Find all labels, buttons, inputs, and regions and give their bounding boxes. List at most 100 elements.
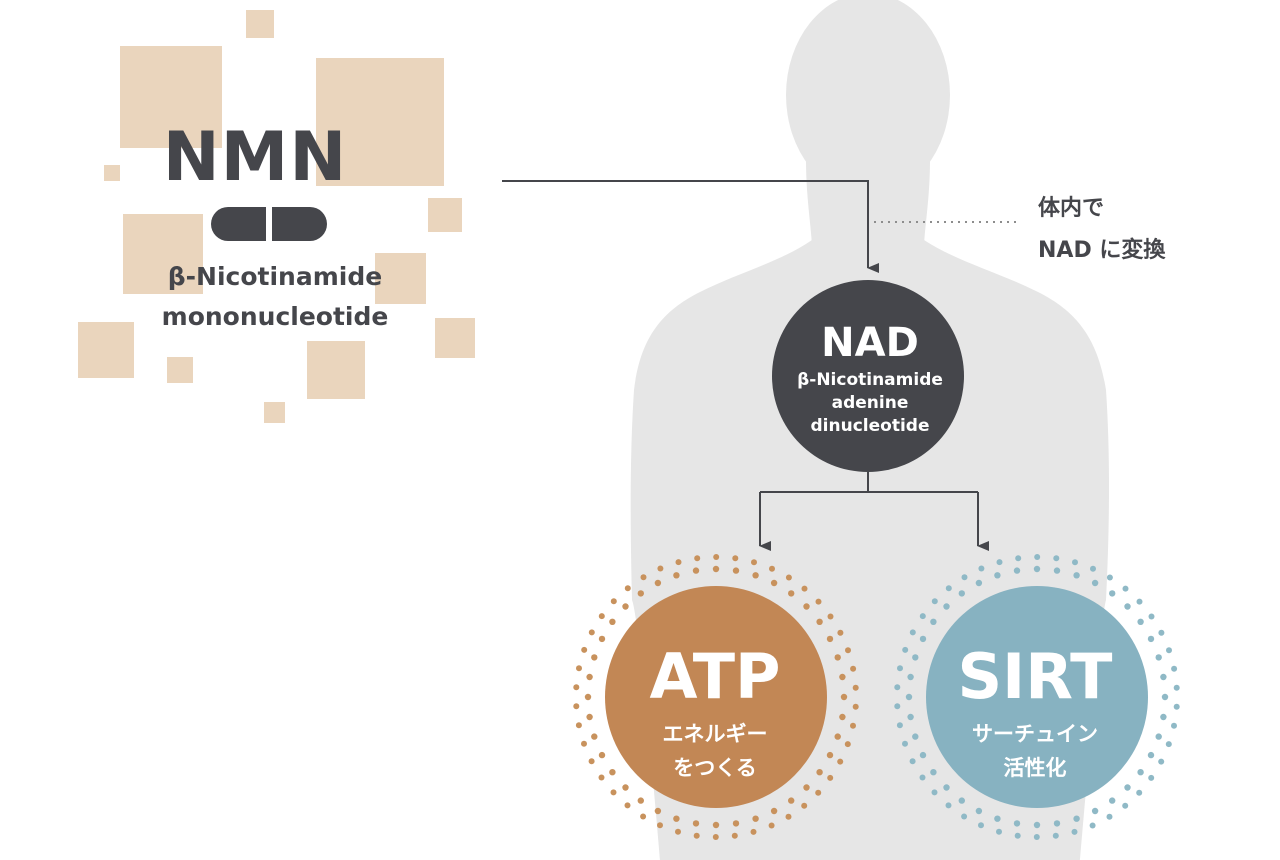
- halo-dot: [1090, 565, 1096, 572]
- halo-dot: [692, 567, 700, 574]
- halo-dot: [713, 554, 720, 560]
- halo-dot: [752, 815, 759, 822]
- halo-dot: [996, 559, 1003, 566]
- halo-dot: [902, 646, 909, 653]
- halo-dot: [1124, 784, 1131, 791]
- halo-dot: [586, 673, 593, 681]
- halo-dot: [769, 565, 775, 572]
- halo-dot: [930, 618, 937, 625]
- halo-dot: [1136, 598, 1143, 605]
- halo-dot: [673, 815, 680, 822]
- halo-dot: [768, 822, 775, 829]
- halo-dot: [1013, 567, 1021, 574]
- halo-dot: [1148, 774, 1155, 781]
- halo-dot: [675, 559, 682, 566]
- halo-dot: [657, 565, 664, 572]
- halo-dot: [839, 673, 846, 681]
- halo-dot: [588, 629, 595, 636]
- halo-dot: [801, 802, 808, 809]
- atp-circle: [605, 586, 827, 808]
- halo-dot: [943, 603, 950, 610]
- halo-dot: [919, 774, 926, 781]
- halo-dot: [694, 555, 701, 562]
- nmn-square-cluster: [78, 10, 475, 423]
- conversion-note-line2: NAD に変換: [1038, 238, 1166, 263]
- halo-dot: [1034, 554, 1041, 560]
- atp-title: ATP: [649, 640, 781, 713]
- halo-dot: [816, 618, 823, 625]
- halo-dot: [624, 802, 631, 809]
- connector-arrows: [502, 180, 989, 551]
- halo-dot: [945, 585, 952, 592]
- nad-line2: adenine: [831, 393, 909, 413]
- halo-dot: [1091, 807, 1099, 815]
- nmn-subtitle-line1: β-Nicotinamide: [167, 262, 383, 291]
- halo-dot: [586, 713, 593, 721]
- halo-dot: [598, 635, 606, 643]
- halo-dot: [1155, 733, 1162, 740]
- halo-dot: [1033, 834, 1040, 840]
- halo-dot: [945, 802, 952, 809]
- halo-dot: [1160, 713, 1167, 721]
- halo-dot: [712, 565, 720, 573]
- halo-dot: [1015, 555, 1022, 562]
- halo-dot: [803, 603, 810, 610]
- halo-dot: [931, 789, 938, 796]
- halo-dot: [610, 598, 617, 605]
- halo-dot: [839, 713, 846, 721]
- halo-dot: [1148, 613, 1155, 620]
- halo-dot: [803, 784, 810, 791]
- halo-dot: [943, 784, 950, 791]
- halo-dot: [837, 629, 844, 636]
- halo-dot: [826, 751, 834, 759]
- halo-dot: [850, 665, 857, 672]
- halo-dot: [1109, 797, 1116, 804]
- halo-dot: [1033, 821, 1041, 829]
- halo-dot: [598, 774, 605, 781]
- halo-dot: [978, 822, 984, 829]
- halo-dot: [752, 572, 759, 579]
- halo-dot: [637, 590, 644, 597]
- halo-dot: [732, 820, 740, 827]
- halo-dot: [837, 758, 844, 765]
- atp-dot-ring: [573, 554, 859, 840]
- halo-dot: [692, 820, 700, 827]
- halo-dot: [1072, 559, 1078, 566]
- halo-dot: [1136, 789, 1143, 796]
- halo-dot: [827, 613, 834, 620]
- halo-dot: [1033, 565, 1041, 573]
- halo-dot: [637, 797, 644, 804]
- halo-dot: [909, 629, 916, 636]
- halo-dot: [1089, 822, 1096, 829]
- halo-dot: [610, 789, 617, 796]
- halo-dot: [907, 673, 914, 681]
- halo-dot: [978, 565, 985, 572]
- halo-dot: [588, 758, 595, 765]
- atp-line1: エネルギー: [662, 722, 768, 746]
- halo-dot: [693, 832, 700, 839]
- nad-title: NAD: [821, 320, 919, 366]
- halo-dot: [1014, 832, 1021, 839]
- halo-dot: [975, 579, 983, 587]
- halo-dot: [1161, 693, 1169, 701]
- conversion-note-line1: 体内で: [1038, 196, 1105, 221]
- halo-dot: [1158, 758, 1165, 765]
- halo-dot: [850, 722, 856, 729]
- halo-dot: [1122, 802, 1129, 809]
- nad-line3: dinucleotide: [810, 416, 930, 436]
- halo-dot: [1137, 618, 1144, 625]
- halo-dot: [912, 654, 919, 661]
- halo-dot: [654, 579, 662, 587]
- sirt-dot-ring: [894, 554, 1180, 840]
- halo-dot: [834, 733, 841, 740]
- halo-dot: [919, 635, 927, 643]
- halo-dot: [1165, 741, 1172, 748]
- halo-dot: [1147, 635, 1155, 643]
- halo-dot: [961, 813, 968, 820]
- halo-dot: [732, 567, 740, 574]
- halo-dot: [1137, 769, 1144, 776]
- halo-dot: [591, 733, 598, 740]
- halo-dot: [1091, 579, 1099, 587]
